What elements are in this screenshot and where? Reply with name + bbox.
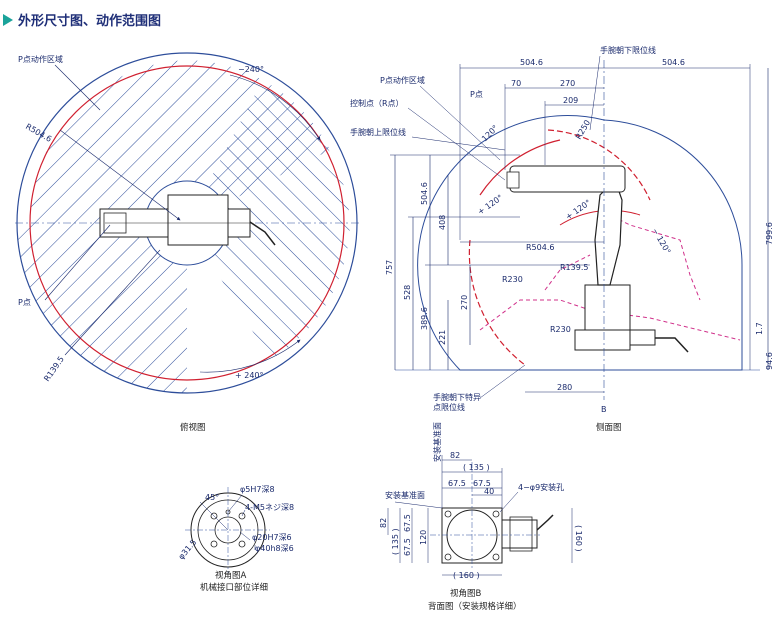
- view-a-dim-20h7: φ20H7深6: [252, 533, 292, 542]
- side-dim-r504: R504.6: [526, 243, 554, 252]
- view-b-dim-120: 120: [419, 530, 428, 545]
- view-b-dim-hole: 4−φ9安装孔: [518, 482, 564, 492]
- side-dim-221: 221: [438, 330, 447, 345]
- side-dim-r250: R250: [574, 118, 592, 141]
- top-hatch-upper-left: [29, 60, 188, 223]
- view-a-dim-40h8: φ40h8深6: [255, 544, 294, 553]
- top-hatch-left: [17, 223, 187, 393]
- top-robot-cable: [249, 221, 276, 246]
- side-dim-120-c: + 120°: [564, 198, 593, 222]
- view-b-caption2: 背面图（安装规格详细）: [428, 601, 522, 612]
- side-label-b: B: [601, 405, 607, 414]
- view-a-dim-5h7: φ5H7深8: [240, 485, 275, 494]
- side-dim-209: 209: [563, 96, 578, 105]
- view-b-label-datum: 安装基准面: [385, 490, 425, 500]
- view-a-dim-45: 45°: [205, 493, 219, 502]
- side-dim-r139: R139.5: [560, 263, 588, 272]
- side-label-wrist-special2: 点限位线: [433, 402, 465, 412]
- view-a-caption2: 机械接口部位详细: [200, 582, 268, 593]
- view-b-dim-40: 40: [484, 487, 494, 496]
- top-robot-base: [167, 194, 229, 246]
- side-label-p-area: P点动作区域: [380, 75, 425, 85]
- side-dim-408: 408: [438, 215, 447, 230]
- view-a: 45° φ5H7深8 4-M5ネジ深8 φ20H7深6 φ40h8深6 φ31.…: [177, 485, 294, 593]
- side-red-arc-top: [547, 129, 651, 201]
- top-label-p-area: P点动作区域: [18, 54, 63, 64]
- top-red-circle: [29, 65, 345, 381]
- side-envelope-blue: [417, 115, 743, 371]
- side-dim-504-right: 504.6: [662, 58, 685, 67]
- side-dim-528: 528: [403, 285, 412, 300]
- side-dim-120-d: − 120°: [650, 227, 672, 256]
- view-b-dim-135-left: ( 135 ): [391, 528, 400, 555]
- side-label-control-point: 控制点（R点）: [350, 98, 404, 108]
- view-b-dim-67-c: 67.5: [403, 514, 412, 532]
- view-b-connector: [501, 519, 538, 549]
- side-view-caption: 侧面图: [596, 422, 622, 433]
- side-label-wrist-special: 手腕朝下特异: [433, 392, 481, 402]
- top-label-p: P点: [18, 298, 31, 307]
- side-dim-280: 280: [557, 383, 572, 392]
- side-label-wrist-down: 手腕朝下限位线: [600, 45, 656, 55]
- view-b-dim-160-bottom: ( 160 ): [453, 571, 480, 580]
- top-hatch-right: [187, 85, 350, 360]
- side-magenta-line-b: [479, 299, 741, 341]
- view-b-dim-135-top: ( 135 ): [463, 463, 490, 472]
- side-red-arc-upper: [479, 139, 561, 196]
- top-label-angle-bottom: + 240°: [235, 371, 264, 380]
- side-dim-70: 70: [511, 79, 521, 88]
- side-dim-94: 94.6: [765, 352, 774, 370]
- side-label-wrist-up: 手腕朝上限位线: [350, 127, 406, 137]
- view-b-dim-82-left: 82: [379, 518, 388, 528]
- side-robot-cable: [655, 337, 689, 353]
- top-view-caption: 俯视图: [180, 422, 206, 433]
- view-b-caption1: 视角图B: [450, 588, 482, 599]
- side-dim-270-top: 270: [560, 79, 575, 88]
- top-label-r139: R139.5: [42, 355, 66, 383]
- side-dim-757: 757: [385, 260, 394, 275]
- header-triangle-icon: [3, 14, 13, 26]
- side-dim-r230-b: R230: [550, 325, 571, 334]
- side-dim-504-left: 504.6: [520, 58, 543, 67]
- top-view: P点动作区域 R504.6 −240° P点 R139.5 + 240° 俯视图: [15, 52, 360, 433]
- view-b-dim-67-b: 67.5: [473, 479, 491, 488]
- side-robot-connector: [629, 329, 656, 346]
- side-robot-wrist: [506, 171, 520, 189]
- side-dim-17: 1.7: [755, 322, 764, 335]
- side-robot-arm-upper: [509, 165, 626, 193]
- view-a-dim-m5: 4-M5ネジ深8: [245, 503, 294, 512]
- side-view: 504.6 504.6 70 270 209 757 528 504.6 408…: [350, 45, 774, 433]
- side-dim-r230-a: R230: [502, 275, 523, 284]
- view-b-dim-82-top: 82: [450, 451, 460, 460]
- view-b-dim-67-a: 67.5: [448, 479, 466, 488]
- side-dim-799: 799.6: [765, 222, 774, 245]
- view-b-dim-67-d: 67.5: [403, 538, 412, 556]
- side-dim-504-v: 504.6: [420, 182, 429, 205]
- side-robot-foot: [574, 329, 631, 351]
- view-a-dim-31: φ31.5: [177, 538, 199, 561]
- side-robot-arm-lower: [594, 178, 623, 286]
- view-a-caption1: 视角图A: [215, 570, 247, 581]
- side-magenta-line-c: [544, 254, 591, 291]
- side-label-p: P点: [470, 90, 483, 99]
- page-title: 外形尺寸图、动作范围图: [17, 13, 161, 29]
- side-dim-270-v: 270: [460, 295, 469, 310]
- top-label-angle-top: −240°: [238, 65, 264, 74]
- side-dim-120-b: + 120°: [476, 193, 505, 217]
- view-b: 安装基准面 82 ( 135 ) 67.5 67.5 40 4−φ9安装孔 安装…: [379, 422, 583, 612]
- view-b-label-datum-top: 安装基准面: [432, 422, 442, 462]
- view-b-dim-160-right: ( 160 ): [574, 525, 583, 552]
- side-dim-389: 389.6: [420, 307, 429, 330]
